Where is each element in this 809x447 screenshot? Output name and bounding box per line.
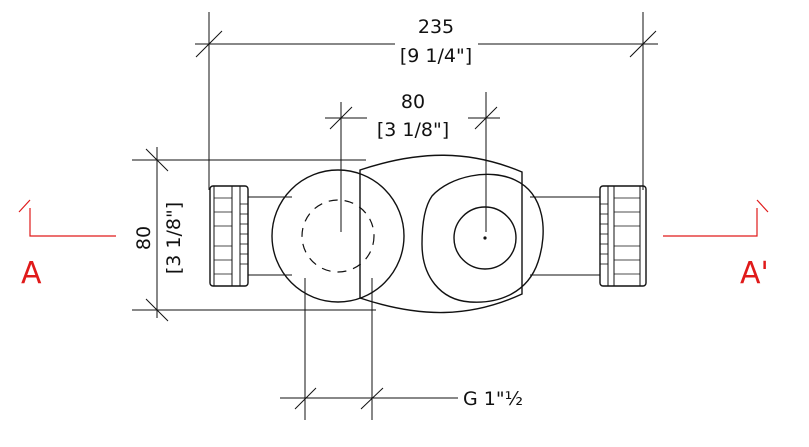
section-label-right: A' (740, 256, 769, 291)
center-point (483, 236, 487, 240)
outlet-spacing-value: 80 (401, 91, 425, 113)
left-nut (209, 185, 249, 287)
section-mark-right: A' (663, 199, 769, 291)
right-nut (599, 185, 647, 287)
dim-outlet-spacing: 80 [3 1/8"] (325, 91, 500, 232)
left-port (271, 169, 405, 303)
central-housing (359, 154, 523, 314)
body-height-imperial: [3 1/8"] (163, 202, 185, 274)
body-height-value: 80 (133, 226, 155, 250)
left-pipe (247, 196, 292, 276)
section-mark-left: A (18, 199, 116, 291)
right-port (421, 173, 544, 303)
thread-label: G 1"½ (463, 388, 523, 410)
hidden-bore-circle (301, 199, 375, 273)
section-label-left: A (21, 256, 42, 291)
dim-overall-width: 235 [9 1/4"] (195, 12, 658, 190)
dim-thread: G 1"½ (280, 278, 523, 420)
outlet-spacing-imperial: [3 1/8"] (377, 119, 449, 141)
dim-body-height: 80 [3 1/8"] (132, 147, 376, 322)
overall-width-value: 235 (418, 16, 454, 38)
overall-width-imperial: [9 1/4"] (400, 45, 472, 67)
valve-body (209, 154, 647, 314)
